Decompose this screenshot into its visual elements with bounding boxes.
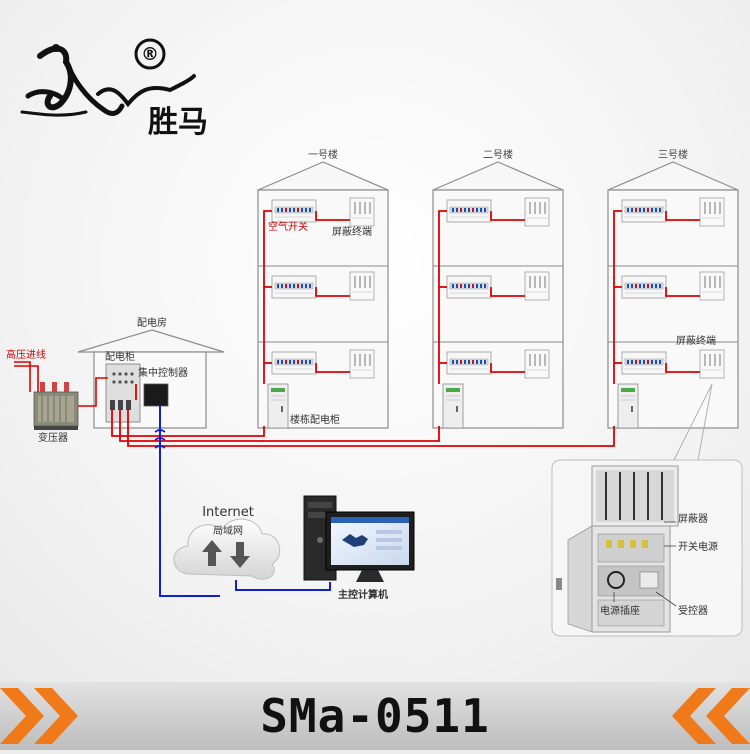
network-line — [159, 406, 331, 597]
upload-arrow-icon — [202, 540, 222, 566]
building-3-name: 三号楼 — [658, 148, 688, 161]
detail-pointers — [613, 521, 677, 607]
power-wiring-buildings — [263, 210, 700, 384]
power-socket-label: 电源插座 — [600, 604, 640, 617]
shield-terminal-label-1: 屏蔽终端 — [332, 225, 372, 238]
model-number: SMa-0511 — [260, 689, 490, 743]
brand-logo — [20, 38, 196, 117]
building-2-name: 二号楼 — [483, 148, 513, 161]
building-3 — [607, 161, 739, 429]
high-voltage-wiring — [14, 361, 108, 407]
right-chevron-icon — [706, 688, 750, 744]
shielder-label: 屏蔽器 — [678, 513, 708, 525]
main-computer-label: 主控计算机 — [338, 588, 388, 601]
internet-cloud — [173, 518, 281, 580]
lan-label: 局域网 — [213, 524, 243, 537]
main-computer — [303, 495, 415, 582]
footer-bar — [0, 682, 750, 750]
transformer — [33, 382, 79, 430]
internet-label: Internet — [202, 505, 254, 520]
brand-name: 胜马 — [148, 105, 208, 140]
air-switch-label: 空气开关 — [268, 220, 308, 233]
distribution-room-label: 配电房 — [137, 316, 167, 329]
central-controller — [143, 383, 169, 407]
building-1 — [257, 161, 389, 429]
shield-terminal-label-3: 屏蔽终端 — [676, 334, 716, 347]
download-arrow-icon — [230, 542, 250, 568]
right-chevron-icon-2 — [672, 688, 716, 744]
building-cabinet-label: 楼栋配电柜 — [290, 413, 340, 426]
registered-mark: ® — [141, 44, 159, 65]
high-voltage-in-label: 高压进线 — [6, 348, 46, 361]
receiver-label: 受控器 — [678, 604, 708, 617]
network-coil — [154, 429, 166, 449]
distribution-cabinet-label: 配电柜 — [105, 350, 135, 363]
switch-psu-label: 开关电源 — [678, 540, 718, 553]
registered-mark-circle — [134, 38, 166, 70]
transformer-label: 变压器 — [38, 431, 68, 444]
distribution-room — [77, 329, 225, 429]
central-controller-label: 集中控制器 — [138, 366, 188, 379]
left-chevron-icon-2 — [34, 688, 78, 744]
detail-callout — [673, 383, 713, 461]
building-1-name: 一号楼 — [308, 148, 338, 161]
power-feeders — [111, 384, 615, 447]
left-chevron-icon — [0, 688, 44, 744]
building-2 — [432, 161, 564, 429]
detail-panel — [551, 459, 743, 637]
